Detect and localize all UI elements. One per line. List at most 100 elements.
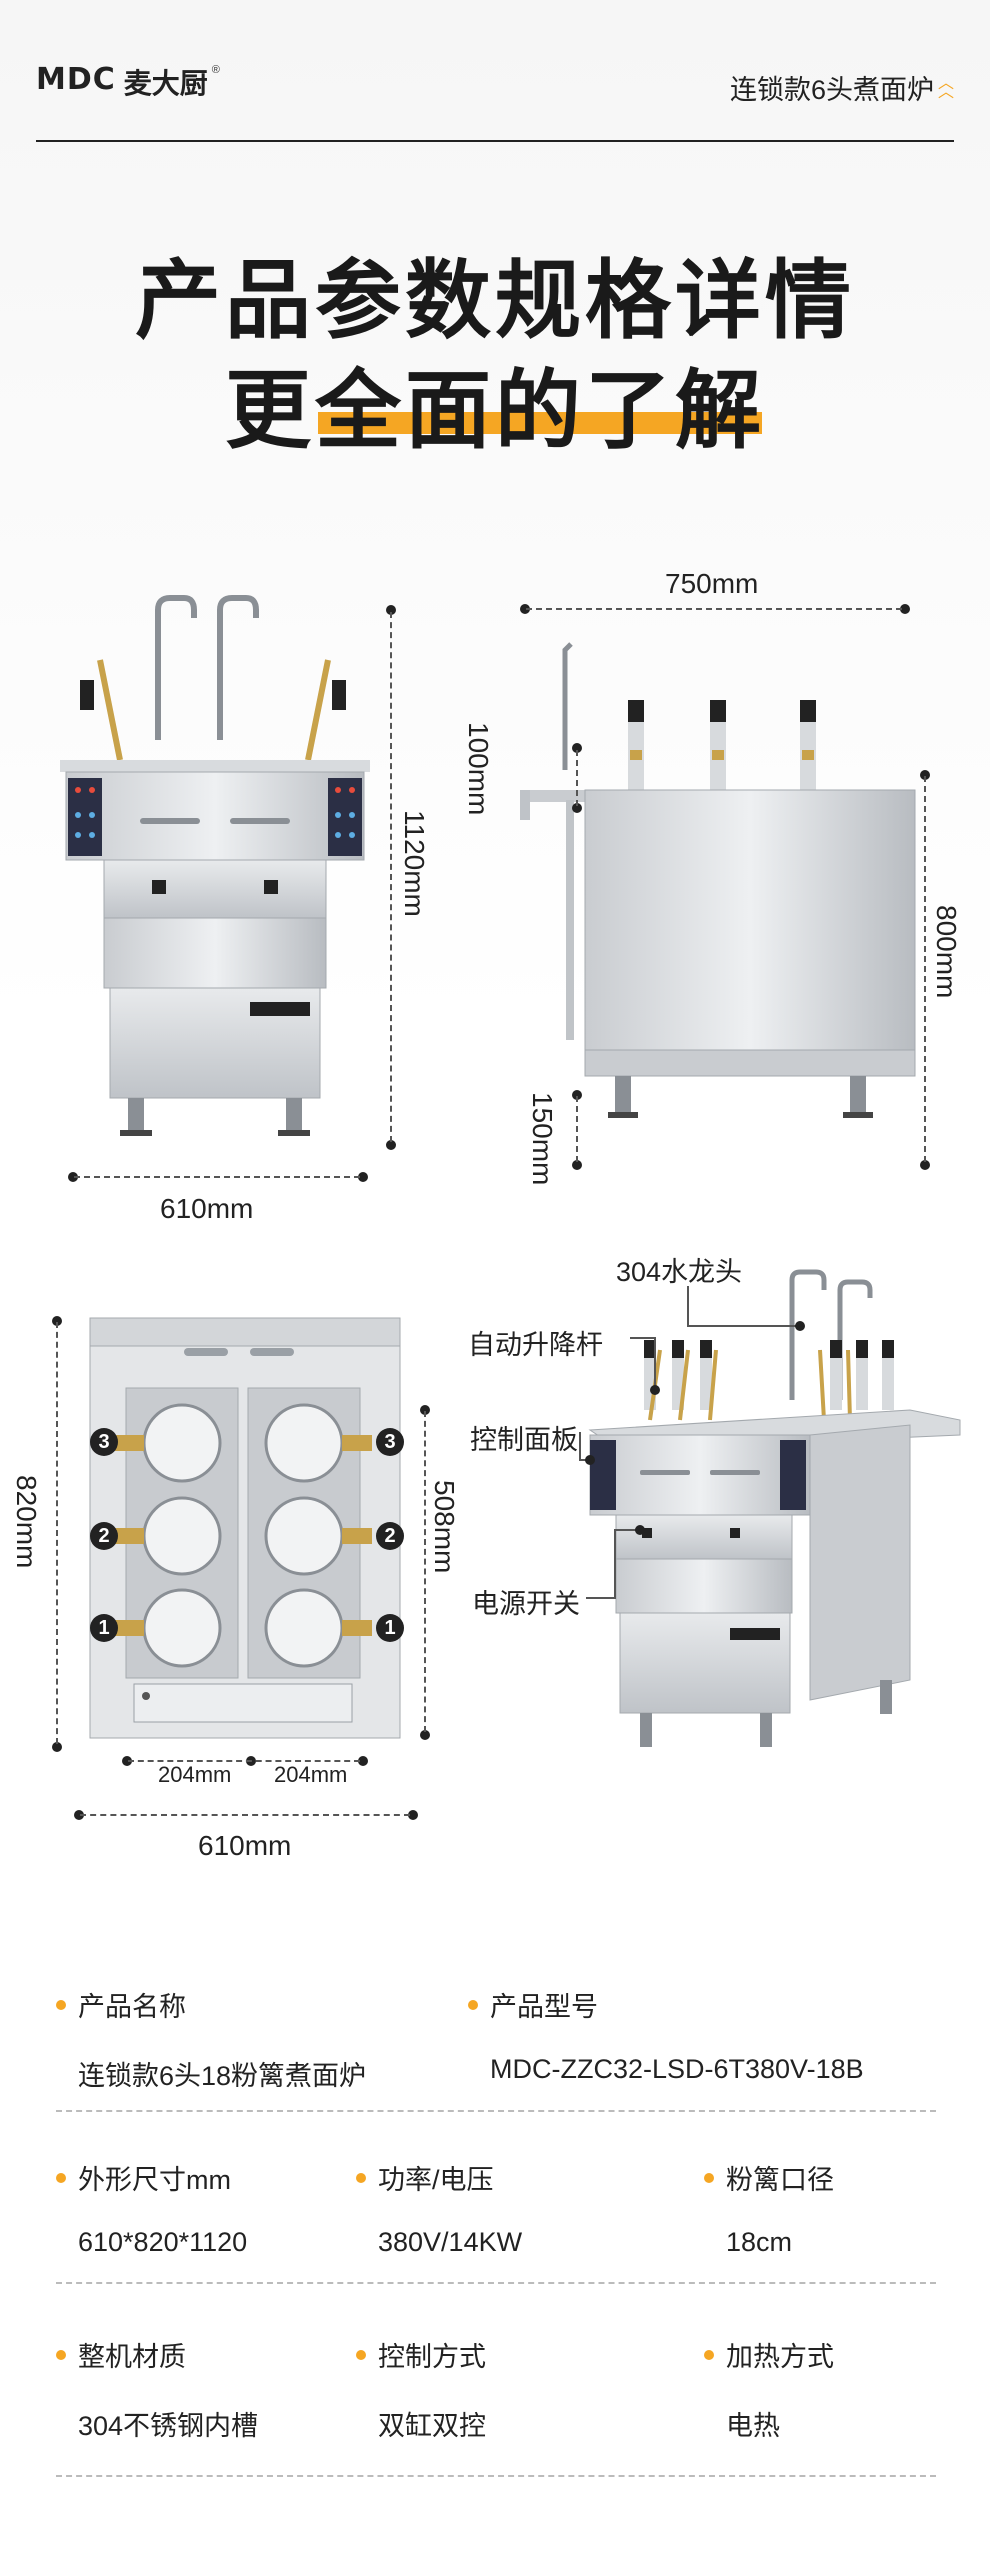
spec-value: 610*820*1120 [78, 2227, 248, 2257]
bullet-dot-icon [56, 2172, 66, 2183]
dim-line [80, 1814, 410, 1816]
spec-item: 粉篱口径 18cm [704, 2158, 834, 2258]
dim-dot [122, 1756, 132, 1766]
spec-value: 380V/14KW [378, 2227, 523, 2257]
dim-dot [572, 803, 582, 813]
logo-text: MDC [36, 62, 116, 97]
dim-top-width: 610mm [198, 1830, 292, 1861]
basket-number-badge: 3 [90, 1428, 118, 1456]
spec-item: 外形尺寸mm 610*820*1120 [56, 2158, 247, 2258]
product-title: 连锁款6头煮面炉 ︿︿ [730, 68, 954, 107]
dim-dot [572, 1090, 582, 1100]
spec-label: 功率/电压 [378, 2165, 494, 2195]
dim-dot [420, 1730, 430, 1740]
basket-number-badge: 1 [376, 1614, 404, 1642]
basket-number-badge: 3 [376, 1428, 404, 1456]
spec-label: 外形尺寸mm [78, 2165, 231, 2195]
spec-value: 18cm [726, 2227, 793, 2257]
dim-side-body: 800mm [931, 905, 962, 999]
dim-dot [572, 1160, 582, 1170]
basket-number-badge: 2 [376, 1522, 404, 1550]
basket-number-badge: 1 [90, 1614, 118, 1642]
dim-dot [572, 743, 582, 753]
spec-label: 粉篱口径 [726, 2165, 834, 2195]
dim-line [424, 1411, 426, 1732]
headline-highlight-bar [318, 412, 762, 434]
spec-label: 控制方式 [378, 2342, 486, 2372]
dim-line [74, 1176, 360, 1178]
spec-separator [56, 2282, 936, 2284]
spec-item: 产品名称 连锁款6头18粉篱煮面炉 [56, 1985, 366, 2093]
dim-dot [920, 770, 930, 780]
bullet-dot-icon [56, 2349, 66, 2360]
spec-value: 双缸双控 [378, 2411, 486, 2441]
spec-item: 控制方式 双缸双控 [356, 2335, 486, 2443]
dim-dot [358, 1172, 368, 1182]
spec-item: 整机材质 304不锈钢内槽 [56, 2335, 258, 2443]
dim-dot [68, 1172, 78, 1182]
dim-top-inner: 508mm [429, 1480, 460, 1574]
spec-item: 产品型号 MDC-ZZC32-LSD-6T380V-18B [468, 1985, 864, 2085]
spec-value: 电热 [726, 2411, 780, 2441]
dim-dot [920, 1160, 930, 1170]
bullet-dot-icon [56, 1999, 66, 2010]
dim-side-leg: 150mm [527, 1092, 558, 1186]
spec-separator [56, 2110, 936, 2112]
bullet-dot-icon [704, 2349, 714, 2360]
top-view-illustration [89, 1317, 401, 1739]
side-view-illustration [520, 642, 916, 1118]
spec-value: MDC-ZZC32-LSD-6T380V-18B [490, 2054, 864, 2084]
brand-logo: MDC 麦大厨 ® [36, 62, 220, 102]
spec-item: 功率/电压 380V/14KW [356, 2158, 522, 2258]
spec-separator [56, 2475, 936, 2477]
spec-label: 产品名称 [78, 1992, 186, 2022]
dim-dot [386, 1140, 396, 1150]
spec-label: 整机材质 [78, 2342, 186, 2372]
dim-basket-left: 204mm [158, 1762, 232, 1787]
callout-control-panel: 控制面板 [470, 1425, 578, 1455]
bullet-dot-icon [468, 1999, 478, 2010]
dim-dot [386, 605, 396, 615]
dim-top-depth: 820mm [11, 1475, 42, 1569]
brand-name: 麦大厨 [123, 68, 208, 99]
dim-line [576, 750, 578, 806]
dim-dot [420, 1405, 430, 1415]
dim-dot [408, 1810, 418, 1820]
bullet-dot-icon [356, 2349, 366, 2360]
dim-side-depth: 750mm [665, 568, 759, 599]
spec-label: 加热方式 [726, 2342, 834, 2372]
dim-line [56, 1322, 58, 1744]
dim-line [924, 776, 926, 1162]
dim-side-top: 100mm [463, 722, 494, 816]
dim-dot [52, 1742, 62, 1752]
dim-dot [900, 604, 910, 614]
dim-dot [52, 1316, 62, 1326]
product-title-text: 连锁款6头煮面炉 [729, 75, 934, 105]
dim-line [390, 612, 392, 1142]
callout-lift-rod: 自动升降杆 [468, 1330, 603, 1360]
dim-front-height: 1120mm [399, 810, 430, 917]
dim-dot [358, 1756, 368, 1766]
dim-dot [520, 604, 530, 614]
dim-line [526, 608, 902, 610]
dim-line [576, 1096, 578, 1162]
dim-dot [74, 1810, 84, 1820]
spec-label: 产品型号 [490, 1992, 598, 2022]
headline-highlight: 全面的了解 [315, 363, 765, 459]
dim-front-width: 610mm [160, 1193, 254, 1224]
headline-line1: 产品参数规格详情 [135, 253, 855, 349]
callout-faucet: 304水龙头 [616, 1257, 743, 1287]
dim-line [128, 1760, 360, 1762]
header-divider [36, 140, 954, 142]
basket-number-badge: 2 [90, 1522, 118, 1550]
headline-prefix: 更 [225, 363, 315, 459]
bullet-dot-icon [704, 2172, 714, 2183]
dim-basket-right: 204mm [274, 1762, 348, 1787]
registered-mark: ® [211, 64, 220, 76]
spec-value: 连锁款6头18粉篱煮面炉 [78, 2061, 367, 2091]
spec-value: 304不锈钢内槽 [78, 2411, 259, 2441]
callout-power-switch: 电源开关 [472, 1589, 580, 1619]
chevron-up-icon: ︿︿ [937, 74, 954, 101]
front-view-illustration [60, 595, 370, 1136]
